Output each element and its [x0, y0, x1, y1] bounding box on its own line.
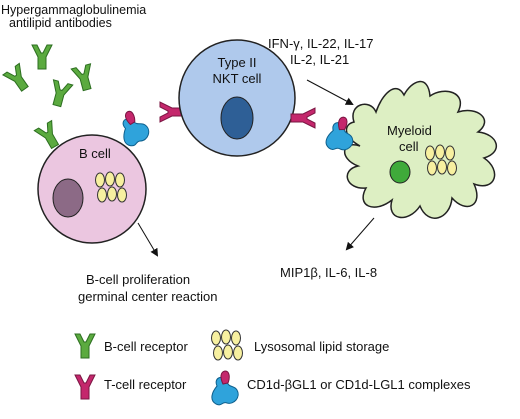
myeloid-cell-nucleus [389, 160, 411, 184]
t-cell-receptor-icon [290, 107, 316, 129]
legend-t-cell-receptor-label: T-cell receptor [104, 377, 187, 392]
legend-cd1d-complex-icon [211, 370, 239, 406]
legend: B-cell receptor Lysosomal lipid storage … [74, 329, 471, 406]
arrow-to-myeloid-outcome [345, 217, 375, 251]
legend-b-cell-receptor-label: B-cell receptor [104, 339, 188, 354]
cytokines-line-1: IFN-γ, IL-22, IL-17 [268, 36, 373, 51]
legend-lysosome-label: Lysosomal lipid storage [254, 339, 389, 354]
arrow-to-b-cell-outcome [137, 222, 159, 257]
cd1d-lipid-complex-icon [115, 106, 153, 149]
arrow-to-myeloid [306, 79, 354, 105]
nkt-cell-label-line-1: Type II [217, 55, 256, 70]
b-cell-nucleus [52, 178, 84, 218]
antibody-icon [31, 44, 53, 70]
b-cell-outcome-line-2: germinal center reaction [78, 289, 217, 304]
type-ii-nkt-cell: Type II NKT cell [178, 39, 296, 157]
cytokines-line-2: IL-2, IL-21 [290, 52, 349, 67]
header-line-2: antilipid antibodies [9, 16, 112, 30]
antibody-icon [2, 62, 34, 96]
myeloid-output-label: MIP1β, IL-6, IL-8 [280, 265, 377, 280]
b-cell-outcome-line-1: B-cell proliferation [86, 272, 190, 287]
legend-t-cell-receptor-icon [74, 374, 96, 400]
antibody-icon [46, 79, 74, 109]
legend-lysosome-icon [211, 329, 243, 361]
antibody-icon [70, 63, 98, 93]
myeloid-cell: Myeloid cell [344, 80, 497, 219]
b-cell-label: B cell [79, 146, 111, 161]
myeloid-cell-label-line-1: Myeloid [387, 123, 432, 138]
legend-b-cell-receptor-icon [74, 333, 96, 359]
lysosome-cluster-icon [95, 171, 127, 203]
b-cell: B cell [33, 120, 147, 244]
myeloid-cell-label-line-2: cell [399, 139, 419, 154]
legend-cd1d-complex-label: CD1d-βGL1 or CD1d-LGL1 complexes [247, 377, 471, 392]
lysosome-cluster-icon [425, 144, 457, 176]
header-line-1: Hypergammaglobulinemia [1, 3, 146, 17]
nkt-cell-label-line-2: NKT cell [213, 71, 262, 86]
nkt-cell-nucleus [220, 96, 254, 140]
